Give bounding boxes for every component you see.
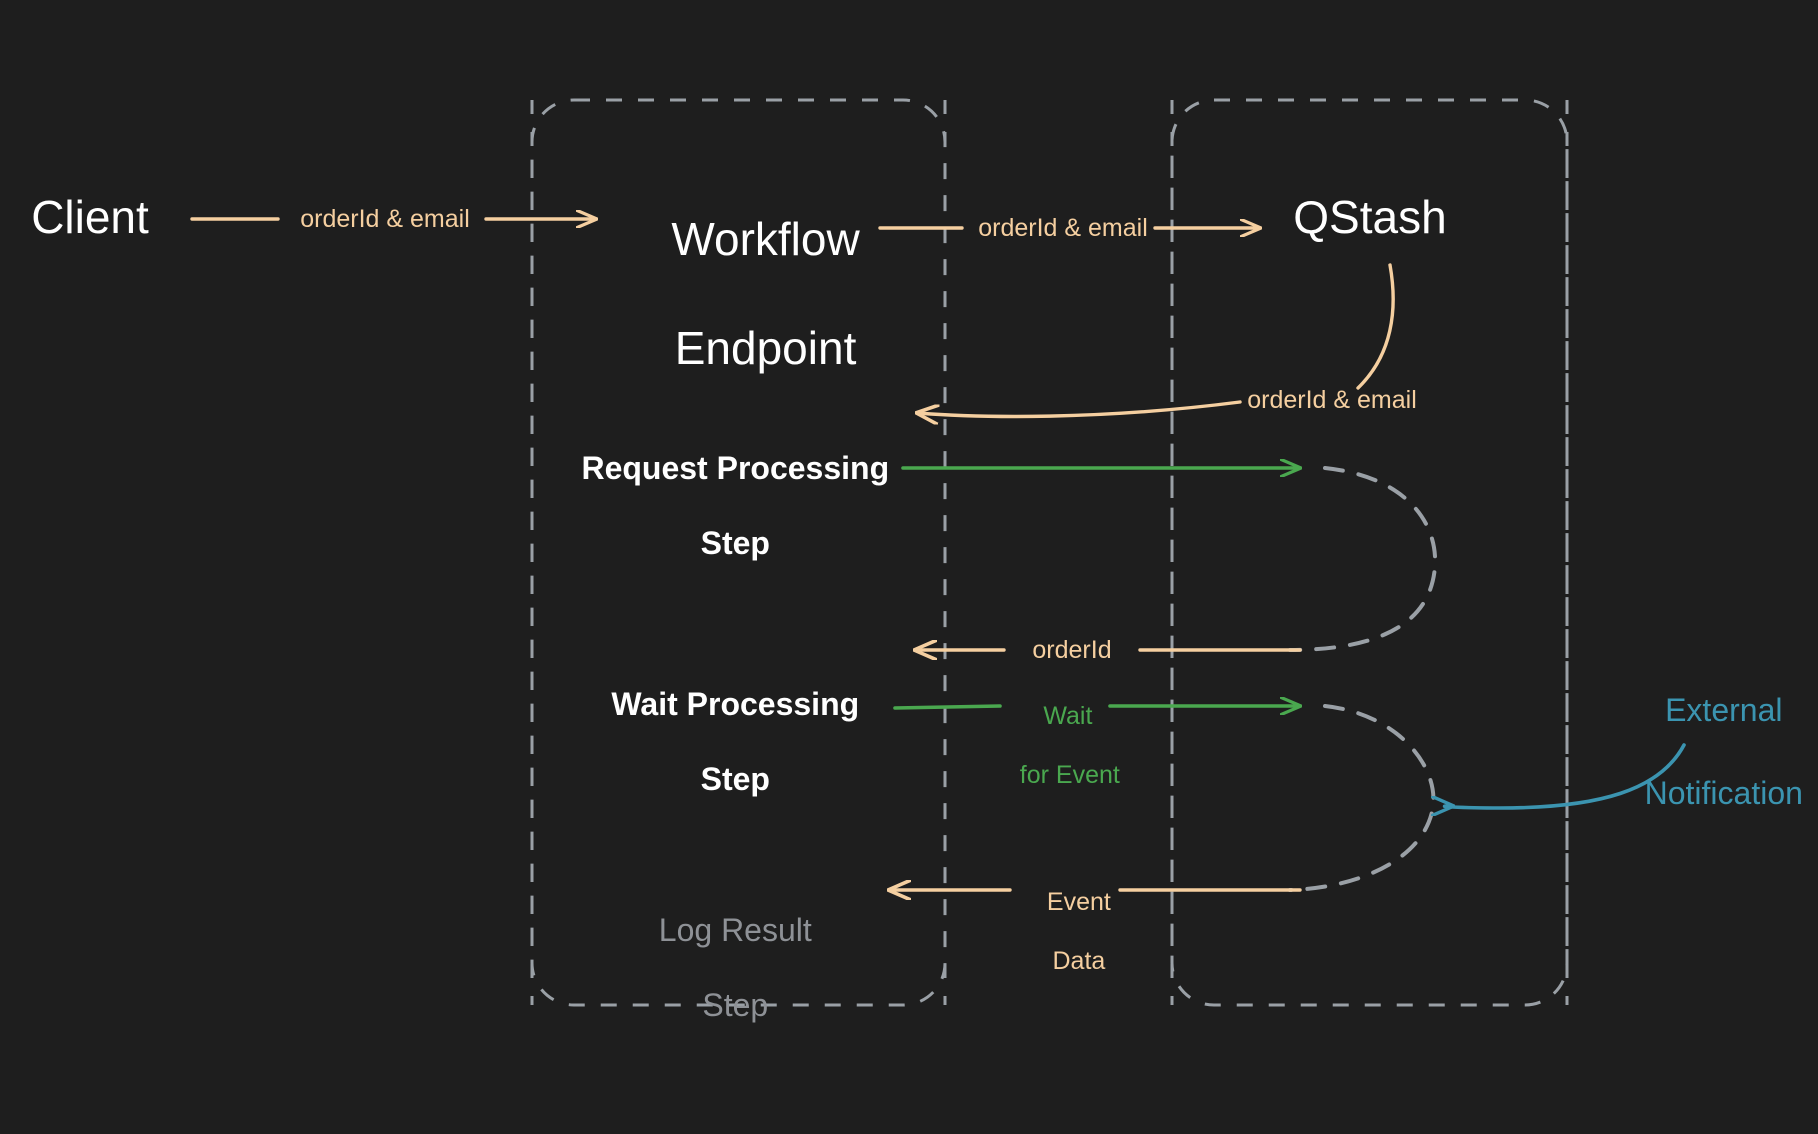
step-request-processing-label: Request Processing Step [545, 412, 890, 601]
actor-client-label: Client [31, 191, 149, 243]
actor-workflow-endpoint-label-line2: Endpoint [674, 321, 857, 374]
step-log-result-label: Log Result Step [545, 874, 890, 1063]
message-label-qstash-to-wait-step: orderId [1032, 636, 1112, 664]
step-wait-processing-label-line1: Wait Processing [611, 685, 860, 722]
qstash-dispatch-curve [1356, 263, 1395, 390]
step-wait-processing-label-line2: Step [700, 761, 770, 798]
message-label-event-data: Event Data [1012, 858, 1118, 1006]
actor-workflow-endpoint-label-line1: Workflow [671, 213, 860, 266]
message-label-external-notification-line2: Notification [1644, 774, 1803, 811]
arrow-qstash-to-request-step [918, 400, 1242, 416]
step-request-processing-label-line2: Step [700, 525, 770, 562]
message-label-qstash-to-request-step: orderId & email [1247, 386, 1417, 414]
qstash-external-wait-loop [1288, 704, 1436, 892]
arrow-wait-step-to-qstash-left [893, 704, 1002, 710]
message-label-workflow-to-qstash: orderId & email [978, 214, 1148, 242]
step-log-result-label-line2: Step [702, 987, 769, 1024]
step-request-processing-label-line1: Request Processing [581, 449, 890, 486]
message-label-wait-for-event-line1: Wait [1043, 701, 1093, 730]
step-wait-processing-label: Wait Processing Step [545, 648, 890, 837]
message-label-client-to-workflow: orderId & email [300, 205, 470, 233]
actor-workflow-endpoint-label: Workflow Endpoint [545, 158, 935, 429]
step-log-result-label-line1: Log Result [658, 911, 812, 948]
message-label-wait-for-event: Wait for Event [992, 672, 1120, 820]
message-label-event-data-line2: Data [1052, 946, 1106, 975]
message-label-event-data-line1: Event [1046, 887, 1111, 916]
message-label-external-notification-line1: External [1665, 691, 1783, 728]
message-label-wait-for-event-line2: for Event [1019, 760, 1120, 789]
qstash-wait-loop-upper [1288, 466, 1438, 652]
message-label-external-notification: External Notification [1598, 648, 1814, 856]
actor-qstash-label: QStash [1293, 191, 1447, 243]
